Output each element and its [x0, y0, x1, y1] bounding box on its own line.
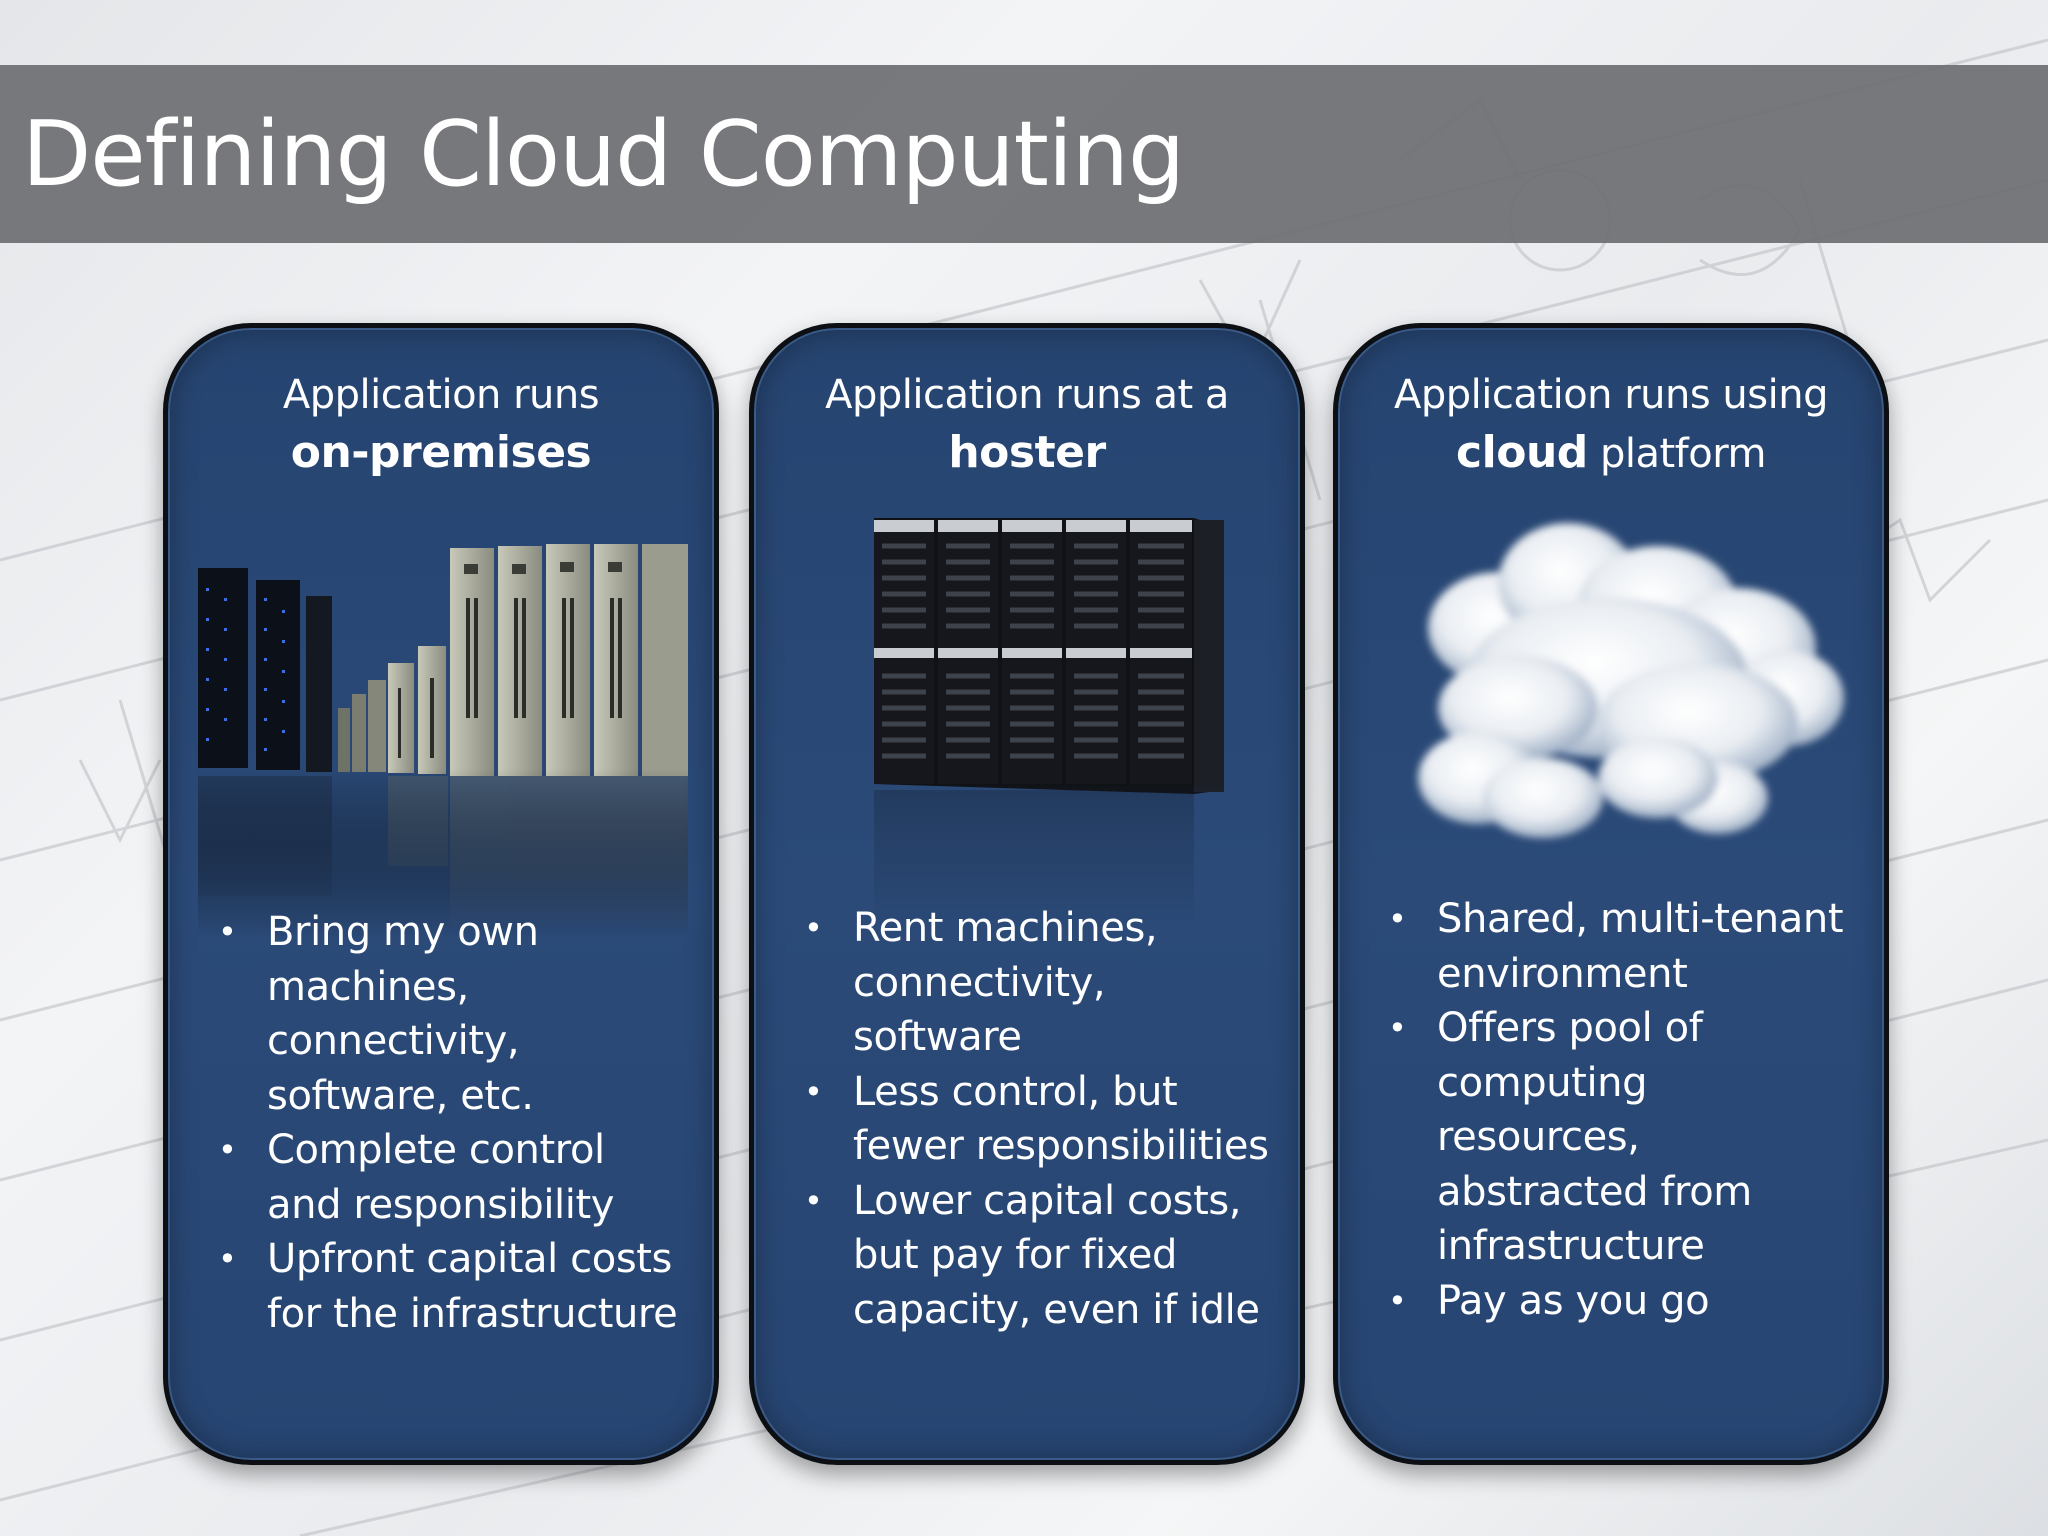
list-item: Rent machines, connectivity, software	[804, 901, 1274, 1065]
panel-heading: Application runs using cloud platform	[1338, 366, 1884, 483]
list-item: Bring my own machines, connectivity, sof…	[218, 905, 688, 1123]
panel-on-premises: Application runs on-premises	[163, 323, 719, 1465]
list-item: Offers pool of computing resources, abst…	[1388, 1001, 1858, 1274]
panel-heading-bold: hoster	[948, 427, 1106, 478]
panel-heading: Application runs at a hoster	[754, 366, 1300, 483]
panel-bullet-list: Shared, multi-tenant environment Offers …	[1388, 892, 1858, 1328]
panel-heading: Application runs on-premises	[168, 366, 714, 483]
panel-cloud: Application runs using cloud platform	[1333, 323, 1889, 1465]
list-item: Pay as you go	[1388, 1274, 1858, 1329]
panel-heading-bold: cloud	[1456, 427, 1588, 478]
cloud-image	[1418, 523, 1844, 838]
list-item: Less control, but fewer responsibilities	[804, 1065, 1274, 1174]
list-item: Upfront capital costs for the infrastruc…	[218, 1232, 688, 1341]
panel-heading-rest: platform	[1587, 431, 1766, 477]
panel-bullet-list: Rent machines, connectivity, software Le…	[804, 901, 1274, 1337]
panel-bullet-list: Bring my own machines, connectivity, sof…	[218, 905, 688, 1341]
panel-heading-line1: Application runs at a	[825, 372, 1229, 418]
panel-heading-line1: Application runs	[282, 372, 600, 418]
panel-heading-line1: Application runs using	[1394, 372, 1828, 418]
list-item: Lower capital costs, but pay for fixed c…	[804, 1174, 1274, 1338]
slide-title: Defining Cloud Computing	[22, 102, 1185, 207]
panel-hoster: Application runs at a hoster	[749, 323, 1305, 1465]
server-cabinets-image	[844, 518, 1244, 934]
list-item: Shared, multi-tenant environment	[1388, 892, 1858, 1001]
list-item: Complete control and responsibility	[218, 1123, 688, 1232]
panel-heading-bold: on-premises	[290, 427, 592, 478]
title-band	[0, 65, 2048, 243]
